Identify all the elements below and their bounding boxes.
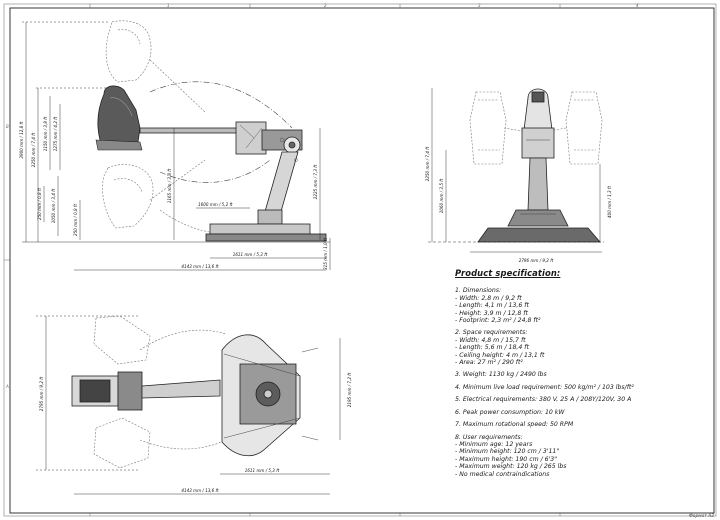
dim-base-height: 315 mm / 1,0 ft (323, 238, 328, 270)
dim-lower-a: 250 mm / 0,8 ft (37, 188, 42, 220)
front-column (527, 157, 549, 211)
spec-line: - Length: 4,1 m / 13,6 ft (455, 302, 529, 310)
base-plate (205, 233, 327, 242)
ghost-seat-left (469, 91, 507, 165)
spec-section-weight: 3. Weight: 1130 kg / 2490 lbs (455, 371, 713, 378)
dim-front-height: 2250 mm / 7,4 ft (425, 146, 430, 181)
dim-arm: 1600 mm / 5,2 ft (198, 202, 233, 207)
dim-overall-height: 3900 mm / 12,8 ft (19, 121, 24, 159)
dim-base-depth: 1611 mm / 5,3 ft (233, 252, 268, 257)
front-view: 2250 mm / 7,4 ft 1060 mm / 3,5 ft 400 mm… (425, 88, 612, 263)
row-mark: A (5, 384, 9, 389)
spec-heading: 7. Maximum rotational speed: 50 RPM (455, 421, 574, 429)
base-frame (209, 223, 311, 235)
ghost-seat-top (105, 20, 152, 83)
spec-line: - Maximum weight: 120 kg / 265 lbs (455, 463, 567, 471)
inner-border (9, 7, 715, 514)
front-base-upper (507, 209, 569, 227)
spec-section-user: 8. User requirements: - Minimum age: 12 … (455, 434, 713, 478)
top-view: 2795 mm / 9,2 ft 2195 mm / 7,2 ft 1611 m… (36, 315, 352, 495)
front-seat (523, 88, 553, 131)
ghost-seat-top-upper (93, 315, 151, 365)
row-mark: B (6, 124, 9, 129)
ghost-seat-bottom (102, 164, 154, 229)
top-seat (117, 371, 143, 411)
dim-top-base: 1611 mm / 5,3 ft (245, 468, 280, 473)
sheet-format-label: Формат А3 (688, 514, 714, 519)
dim-top-width-right: 2195 mm / 7,2 ft (347, 372, 352, 407)
spec-section-speed: 7. Maximum rotational speed: 50 RPM (455, 421, 713, 428)
spec-line: - Ceiling height: 4 m / 13,1 ft (455, 351, 545, 359)
gearbox (235, 121, 267, 155)
dim-top-width-left: 2795 mm / 9,2 ft (39, 376, 44, 411)
spec-line: - No medical contraindications (455, 470, 550, 478)
dim-column: 1165 mm / 3,8 ft (167, 168, 172, 203)
dim-lower-b: 1050 mm / 3,4 ft (51, 188, 56, 223)
border-mark: 1 (167, 3, 170, 8)
spec-heading: 2. Space requirements: (455, 329, 528, 337)
dim-seat-a: 1150 mm / 3,8 ft (43, 116, 48, 151)
spec-line: - Area: 27 m² / 290 ft² (455, 359, 523, 367)
dim-front-width: 2796 mm / 9,2 ft (519, 258, 554, 263)
spec-section-dimensions: 1. Dimensions: - Width: 2,8 m / 9,2 ft -… (455, 287, 713, 324)
dim-top-length: 4143 mm / 13,6 ft (181, 488, 219, 493)
spec-heading: 5. Electrical requirements: 380 V, 25 A … (455, 396, 632, 404)
spec-section-electrical: 5. Electrical requirements: 380 V, 25 A … (455, 396, 713, 403)
spec-heading: 6. Peak power consumption: 10 kW (455, 408, 565, 416)
border-mark: 4 (636, 3, 639, 8)
spec-line: - Width: 2,8 m / 9,2 ft (455, 294, 522, 302)
ghost-seat-top-lower (93, 417, 151, 469)
product-specification: Product specification: 1. Dimensions: - … (455, 268, 713, 483)
dim-front-seat: 400 mm / 1,3 ft (607, 186, 612, 218)
spec-line: - Width: 4,8 m / 15,7 ft (455, 336, 526, 344)
front-base (477, 227, 601, 243)
front-seat-frame (521, 127, 555, 159)
dim-step: 250 mm / 0,8 ft (73, 204, 78, 236)
top-arm (141, 379, 221, 399)
spec-line: - Footprint: 2,3 m² / 24,8 ft² (455, 317, 541, 325)
spec-line: - Minimum height: 120 cm / 3'11" (455, 448, 560, 456)
dim-overall-length: 4143 mm / 13,6 ft (181, 264, 219, 269)
dim-seat-top: 2250 mm / 7,4 ft (31, 132, 36, 167)
spec-heading: 4. Minimum live load requirement: 500 kg… (455, 383, 634, 391)
spec-section-space: 2. Space requirements: - Width: 4,8 m / … (455, 329, 713, 366)
dim-post: 2225 mm / 7,3 ft (313, 164, 318, 199)
spec-line: - Height: 3,9 m / 12,8 ft (455, 309, 528, 317)
spec-heading: 3. Weight: 1130 kg / 2490 lbs (455, 371, 547, 379)
ghost-seat-right (565, 91, 603, 165)
side-view: 3900 mm / 12,8 ft 2250 mm / 7,4 ft 1150 … (19, 20, 331, 271)
seat-base (95, 139, 143, 151)
spec-line: - Length: 5,6 m / 18,4 ft (455, 344, 529, 352)
dim-front-pivot: 1060 mm / 3,5 ft (439, 178, 444, 213)
border-mark: 2 (324, 3, 327, 8)
spec-line: - Maximum height: 190 cm / 6'3" (455, 455, 558, 463)
spec-heading: 1. Dimensions: (455, 287, 502, 295)
spec-line: - Minimum age: 12 years (455, 440, 533, 448)
dim-seat-b: 1275 mm / 4,2 ft (53, 116, 58, 151)
spec-section-live-load: 4. Minimum live load requirement: 500 kg… (455, 384, 713, 391)
spec-title: Product specification: (455, 268, 561, 278)
border-mark: 3 (478, 3, 481, 8)
spec-section-power: 6. Peak power consumption: 10 kW (455, 409, 713, 416)
spec-heading: 8. User requirements: (455, 433, 523, 441)
rotation-arm (139, 127, 251, 134)
